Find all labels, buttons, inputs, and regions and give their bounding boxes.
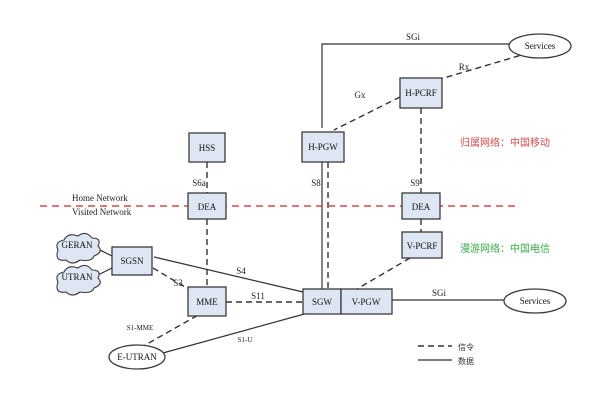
- dea-left-node: DEA: [187, 192, 227, 220]
- s4-link: [153, 256, 304, 293]
- home-network-cn-label: 归属网络：中国移动: [460, 136, 550, 149]
- sgi-top-link: [321, 43, 510, 128]
- mme-label: MME: [196, 297, 218, 307]
- e-utran-label: E-UTRAN: [117, 352, 157, 362]
- s4-label: S4: [236, 266, 246, 276]
- v-pgw-node: V-PGW: [340, 288, 393, 315]
- legend: 信令 数据: [418, 342, 474, 366]
- utran-label: UTRAN: [62, 272, 93, 282]
- gx-label: Gx: [355, 90, 366, 100]
- e-utran-node: E-UTRAN: [108, 344, 166, 370]
- s9-label: S9: [410, 178, 420, 188]
- sgi-top-label: SGi: [406, 32, 421, 42]
- rx-link: [436, 53, 526, 81]
- s8-label: S8: [311, 178, 321, 188]
- services-bottom-label: Services: [520, 296, 551, 306]
- mme-node: MME: [187, 286, 227, 317]
- sgsn-label: SGSN: [120, 256, 144, 266]
- v-pcrf-node: V-PCRF: [401, 231, 443, 259]
- geran-cloud: GERAN: [56, 232, 101, 264]
- h-pgw-node: H-PGW: [301, 131, 345, 163]
- h-pcrf-label: H-PCRF: [405, 88, 437, 98]
- dea-right-label: DEA: [412, 202, 431, 212]
- legend-data-label: 数据: [458, 356, 474, 366]
- s1-u-label: S1-U: [238, 336, 253, 344]
- h-pcrf-node: H-PCRF: [399, 77, 443, 109]
- sgi-bottom-label: SGi: [432, 288, 447, 298]
- services-bottom-node: Services: [503, 288, 567, 314]
- home-network-label: Home Network: [72, 193, 128, 203]
- gx-link: [333, 96, 401, 131]
- hss-label: HSS: [199, 143, 216, 153]
- services-top-node: Services: [508, 33, 572, 59]
- s1-mme-link: [139, 313, 201, 349]
- sgw-label: SGW: [312, 297, 333, 307]
- sgw-node: SGW: [302, 288, 342, 315]
- visited-network-label: Visited Network: [72, 207, 132, 217]
- utran-cloud: UTRAN: [56, 264, 101, 296]
- rx-label: Rx: [459, 62, 470, 72]
- s6a-label: S6a: [192, 178, 206, 188]
- vpcrf-vpgw-link: [356, 257, 411, 290]
- s3-label: S3: [173, 278, 183, 288]
- geran-label: GERAN: [62, 240, 93, 250]
- dea-right-node: DEA: [401, 192, 441, 220]
- v-pcrf-label: V-PCRF: [407, 241, 438, 251]
- sgsn-node: SGSN: [111, 246, 153, 276]
- visited-network-cn-label: 漫游网络：中国电信: [460, 242, 550, 255]
- h-pgw-label: H-PGW: [308, 142, 338, 152]
- s3-link: [152, 267, 191, 291]
- services-top-label: Services: [525, 41, 556, 51]
- s1-u-link: [151, 312, 309, 357]
- legend-signaling-label: 信令: [458, 342, 474, 352]
- dea-left-label: DEA: [198, 202, 217, 212]
- hss-node: HSS: [188, 132, 226, 163]
- v-pgw-label: V-PGW: [352, 297, 381, 307]
- s11-label: S11: [251, 291, 265, 301]
- s1-mme-label: S1-MME: [127, 324, 153, 332]
